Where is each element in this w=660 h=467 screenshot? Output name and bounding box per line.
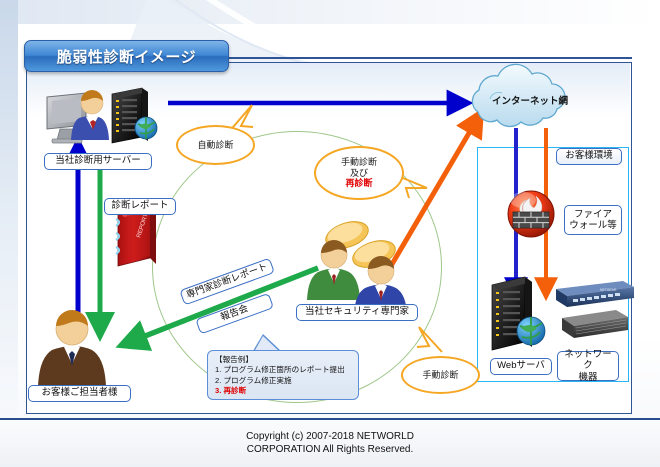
label-network-device-line2: 機器 xyxy=(578,371,598,383)
label-customer-environment: お客様環境 xyxy=(556,148,622,165)
label-security-experts: 当社セキュリティ専門家 xyxy=(296,304,418,321)
report-item: 3. 再診断 xyxy=(215,386,353,396)
callout-auto-diagnosis-text: 自動診断 xyxy=(197,139,234,150)
callout-manual-line2: 及び xyxy=(349,167,368,178)
label-diagnosis-report: 診断レポート xyxy=(104,198,176,215)
callout-manual-and-retest: 手動診断 及び 再診断 xyxy=(314,146,404,200)
customer-environment-box xyxy=(477,147,629,382)
svg-text:REPORT: REPORT xyxy=(136,213,150,239)
firewall-icon xyxy=(507,190,555,238)
svg-text:NETGEAR: NETGEAR xyxy=(600,288,617,292)
label-network-device: ネットワーク 機器 xyxy=(557,349,619,383)
label-diagnosis-server: 当社診断用サーバー xyxy=(44,153,152,170)
callout-manual-line1: 手動診断 xyxy=(340,156,377,167)
callout-manual-diagnosis: 手動診断 xyxy=(401,356,480,394)
label-web-server-text: Webサーバ xyxy=(497,360,545,372)
label-customer-person-text: お客様ご担当者様 xyxy=(41,387,118,399)
label-security-experts-text: 当社セキュリティ専門家 xyxy=(305,306,409,318)
web-server-icon xyxy=(491,276,546,351)
background-left-column xyxy=(0,0,18,418)
report-heading: 【報告例】 xyxy=(215,355,253,364)
label-network-device-line1: ネットワーク xyxy=(564,349,612,372)
page-title-tab: 脆弱性診断イメージ xyxy=(24,40,229,72)
label-customer-person: お客様ご担当者様 xyxy=(28,385,131,402)
background-footer-area xyxy=(0,418,660,467)
label-customer-environment-text: お客様環境 xyxy=(565,150,613,162)
label-firewall-line2: ウォール等 xyxy=(569,220,617,231)
report-item-num: 2. xyxy=(215,375,222,385)
copyright-line2: CORPORATION All Rights Reserved. xyxy=(246,444,414,455)
callout-manual-line3-retest: 再診断 xyxy=(345,178,373,189)
copyright-notice: Copyright (c) 2007-2018 NETWORLD CORPORA… xyxy=(0,430,660,456)
report-item-text: 再診断 xyxy=(223,386,247,396)
customer-person-icon xyxy=(38,310,106,387)
copyright-line1: Copyright (c) 2007-2018 NETWORLD xyxy=(246,431,414,442)
network-device-icon: NETGEAR xyxy=(556,281,634,338)
label-internet: インターネット網 xyxy=(481,91,579,109)
page-title: 脆弱性診断イメージ xyxy=(56,48,197,66)
footer-divider-line xyxy=(0,418,660,420)
callout-auto-diagnosis: 自動診断 xyxy=(176,125,255,165)
report-item-text: プログラム修正箇所のレポート提出 xyxy=(223,365,345,375)
label-firewall-line1: ファイア xyxy=(573,208,612,220)
label-web-server: Webサーバ xyxy=(490,358,552,375)
label-internet-text: インターネット網 xyxy=(491,96,568,107)
report-example-bubble: 【報告例】 1. プログラム修正箇所のレポート提出 2. プログラム修正実施 3… xyxy=(207,350,359,400)
report-item-num: 3. xyxy=(215,386,222,396)
report-item-num: 1. xyxy=(215,365,222,375)
title-rule xyxy=(228,57,632,59)
security-experts-icon xyxy=(307,221,407,314)
label-firewall: ファイア ウォール等 xyxy=(564,205,622,235)
label-diagnosis-report-text: 診断レポート xyxy=(111,200,169,212)
report-item: 2. プログラム修正実施 xyxy=(215,376,353,386)
report-item: 1. プログラム修正箇所のレポート提出 xyxy=(215,365,353,375)
report-bubble-tail xyxy=(254,336,280,352)
diagnosis-server-icon xyxy=(46,87,158,144)
label-diagnosis-server-text: 当社診断用サーバー xyxy=(55,155,141,167)
report-item-text: プログラム修正実施 xyxy=(223,375,292,385)
callout-manual-diagnosis-text: 手動診断 xyxy=(422,369,459,380)
